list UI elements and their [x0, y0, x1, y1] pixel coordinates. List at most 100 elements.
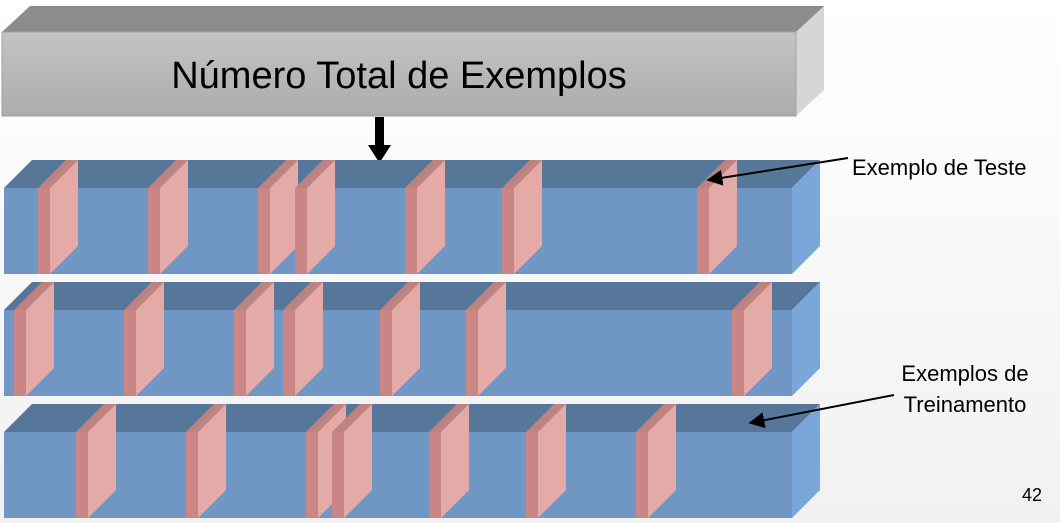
partition-slab-face [160, 160, 188, 274]
partition-slab-top [306, 404, 346, 432]
partition-slab-top [466, 282, 506, 310]
sample-bar-side [792, 282, 820, 396]
total-examples-box [1, 6, 824, 117]
partition-slab-face [709, 160, 737, 274]
total-examples-title: Número Total de Exemplos [171, 55, 627, 97]
sample-bars [4, 160, 820, 518]
sample-bar-top [4, 160, 820, 188]
partition-slab-edge [295, 188, 307, 274]
partition-slab [380, 282, 420, 396]
partition-slab-top [332, 404, 372, 432]
partition-slab-top [14, 282, 54, 310]
partition-slab [14, 282, 54, 396]
partition-slab-face [26, 282, 54, 396]
partition-slab-edge [76, 432, 88, 518]
training-examples-label-line1: Exemplos de [901, 361, 1029, 386]
partition-slab-face [441, 404, 469, 518]
partition-slab-face [648, 404, 676, 518]
partition-slab-edge [186, 432, 198, 518]
partition-slab-edge [526, 432, 538, 518]
partition-slab-top [148, 160, 188, 188]
partition-slab-top [380, 282, 420, 310]
partition-slab-face [417, 160, 445, 274]
partition-slab [186, 404, 226, 518]
partition-slab [636, 404, 676, 518]
partition-slab-edge [405, 188, 417, 274]
partition-slab [38, 160, 78, 274]
partition-slab [429, 404, 469, 518]
partition-slab-face [514, 160, 542, 274]
partition-slab-edge [466, 310, 478, 396]
partition-slab-edge [234, 310, 246, 396]
partition-slab-face [392, 282, 420, 396]
partition-slab-edge [14, 310, 26, 396]
partition-slab-top [124, 282, 164, 310]
partition-slab-top [283, 282, 323, 310]
partition-slab-edge [502, 188, 514, 274]
partition-slab [283, 282, 323, 396]
partition-slab-face [344, 404, 372, 518]
partition-slab-face [136, 282, 164, 396]
partition-slab [405, 160, 445, 274]
partition-slab-face [295, 282, 323, 396]
training-examples-label: Exemplos de Treinamento [882, 358, 1048, 420]
sample-bar-side [792, 404, 820, 518]
sample-bar-1 [4, 160, 820, 274]
down-arrow [368, 117, 391, 163]
partition-slab-face [270, 160, 298, 274]
partition-slab-top [502, 160, 542, 188]
partition-slab-top [732, 282, 772, 310]
partition-slab-face [538, 404, 566, 518]
partition-slab-edge [732, 310, 744, 396]
total-examples-box-top [2, 6, 824, 32]
partition-slab [148, 160, 188, 274]
partition-slab-face [307, 160, 335, 274]
partition-slab-top [186, 404, 226, 432]
partition-slab-top [76, 404, 116, 432]
partition-slab-face [50, 160, 78, 274]
partition-slab-top [526, 404, 566, 432]
test-example-label: Exemplo de Teste [852, 155, 1027, 180]
partition-slab-top [295, 160, 335, 188]
partition-slab-face [744, 282, 772, 396]
sample-bar-3 [4, 404, 820, 518]
partition-slab-edge [306, 432, 318, 518]
partition-slab-top [636, 404, 676, 432]
training-examples-pointer-arrow [748, 394, 895, 429]
partition-slab-top [234, 282, 274, 310]
partition-slab-face [88, 404, 116, 518]
partition-slab-edge [124, 310, 136, 396]
training-examples-label-line2: Treinamento [903, 392, 1027, 417]
total-examples-box-front [1, 31, 797, 117]
partition-slab-face [246, 282, 274, 396]
partition-slab-edge [636, 432, 648, 518]
partition-slab-edge [38, 188, 50, 274]
partition-slab-top [429, 404, 469, 432]
sample-bar-top [4, 404, 820, 432]
partition-slab [258, 160, 298, 274]
page-number: 42 [1022, 485, 1043, 505]
partition-slab-edge [148, 188, 160, 274]
partition-slab-top [258, 160, 298, 188]
test-example-pointer-arrow [706, 157, 849, 186]
sample-bar-front [4, 188, 792, 274]
partition-slab [76, 404, 116, 518]
sample-bar-2 [4, 282, 820, 396]
partition-slab-edge [380, 310, 392, 396]
partition-slab [124, 282, 164, 396]
partition-slab [234, 282, 274, 396]
partition-slab-edge [258, 188, 270, 274]
partition-slab-edge [429, 432, 441, 518]
partition-slab [295, 160, 335, 274]
total-examples-box-side [796, 6, 824, 116]
sample-bar-side [792, 160, 820, 274]
partition-slab [732, 282, 772, 396]
partition-slab-edge [332, 432, 344, 518]
partition-slab-face [198, 404, 226, 518]
partition-slab-top [38, 160, 78, 188]
partition-slab-edge [697, 188, 709, 274]
partition-slab [332, 404, 372, 518]
partition-slab-top [405, 160, 445, 188]
partition-slab-edge [283, 310, 295, 396]
